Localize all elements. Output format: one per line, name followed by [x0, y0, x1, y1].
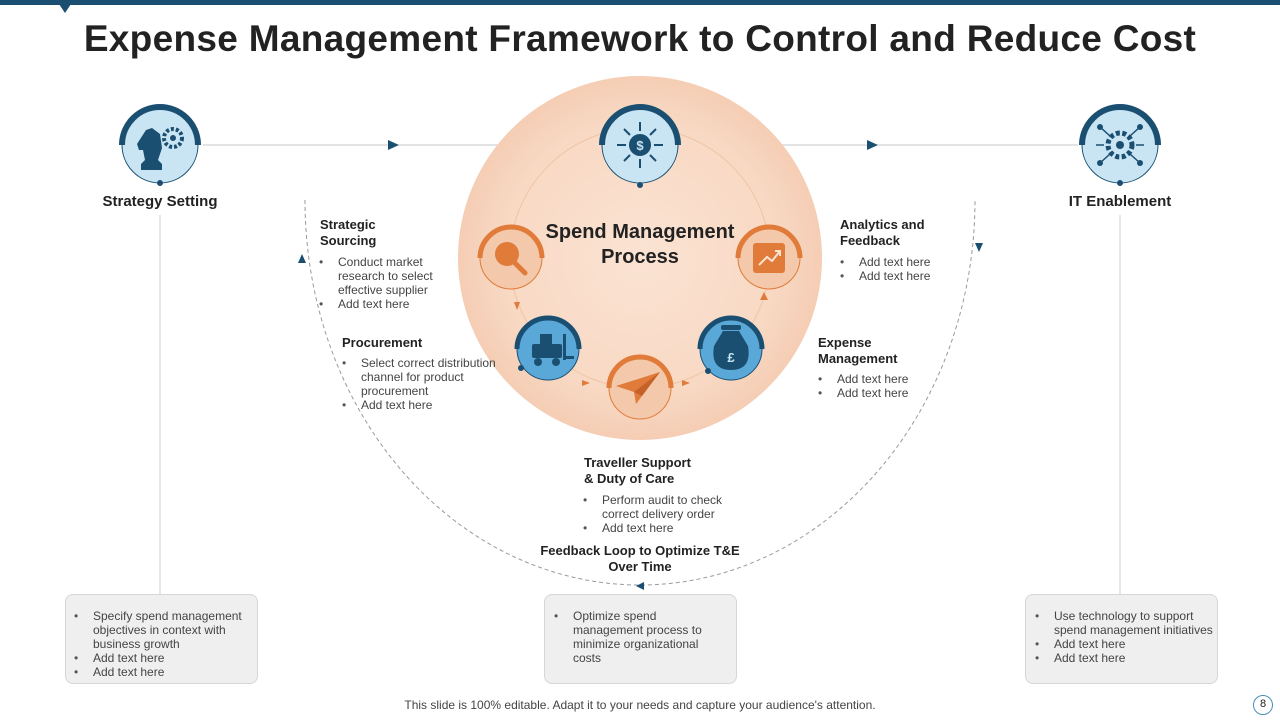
top-accent-marker: [59, 4, 71, 13]
expense-management-node: £: [697, 315, 765, 381]
strategy-setting-label: Strategy Setting: [102, 193, 218, 210]
analytics-node: [735, 224, 803, 290]
strategy-setting-box: Specify spend management objectives in c…: [65, 594, 258, 684]
feedback-loop-title: Feedback Loop to Optimize T&E Over Time: [540, 543, 740, 574]
arrow-up-marker: [298, 254, 306, 263]
list-item: Add text here: [1035, 651, 1215, 665]
list-item: Perform audit to check correct delivery …: [583, 493, 743, 521]
list-item: Add text here: [840, 269, 970, 283]
forklift-icon: [532, 334, 574, 366]
feedback-loop-bullets: Optimize spend management process to min…: [554, 609, 724, 665]
it-enablement-bullets: Use technology to support spend manageme…: [1035, 609, 1215, 665]
strategic-sourcing-title: Strategic Sourcing: [320, 217, 377, 248]
strategic-sourcing-bullets: Conduct market research to select effect…: [319, 255, 459, 311]
traveller-support-title: Traveller Support & Duty of Care: [584, 455, 691, 486]
list-item: Add text here: [74, 665, 250, 679]
trend-chart-icon: [753, 243, 785, 273]
svg-text:£: £: [727, 350, 735, 365]
paper-plane-icon: [616, 372, 660, 404]
list-item: Add text here: [818, 386, 948, 400]
arrow-right-marker: [867, 140, 878, 150]
list-item: Conduct market research to select effect…: [319, 255, 459, 297]
top-connector-lines: [203, 140, 1078, 150]
top-accent-bar: [0, 0, 1280, 5]
strategy-setting-bullets: Specify spend management objectives in c…: [74, 609, 250, 679]
magnifier-icon: [495, 242, 528, 276]
it-enablement-label: IT Enablement: [1068, 193, 1172, 210]
list-item: Add text here: [840, 255, 970, 269]
list-item: Add text here: [74, 651, 250, 665]
gear-network-icon: [1096, 124, 1144, 166]
center-dollar-node: $: [599, 104, 681, 188]
analytics-bullets: Add text here Add text here: [840, 255, 970, 283]
list-item: Add text here: [583, 521, 743, 535]
footer-note: This slide is 100% editable. Adapt it to…: [404, 698, 876, 712]
procurement-node: [514, 315, 582, 381]
arrow-left-marker: [636, 582, 644, 590]
money-bag-pound-icon: [713, 325, 749, 370]
list-item: Add text here: [818, 372, 948, 386]
arrow-down-marker: [975, 243, 983, 252]
svg-text:$: $: [636, 138, 644, 153]
analytics-title: Analytics and Feedback: [840, 217, 925, 248]
list-item: Add text here: [319, 297, 459, 311]
list-item: Optimize spend management process to min…: [554, 609, 724, 665]
list-item: Add text here: [342, 398, 497, 412]
expense-management-bullets: Add text here Add text here: [818, 372, 948, 400]
feedback-loop-box: Optimize spend management process to min…: [544, 594, 737, 684]
list-item: Select correct distribution channel for …: [342, 356, 497, 398]
it-enablement-node: [1079, 104, 1161, 186]
chess-knight-gear-icon: [137, 127, 184, 170]
procurement-title: Procurement: [342, 335, 423, 350]
expense-management-title: Expense Management: [818, 335, 898, 366]
hub-title: Spend Management Process: [545, 221, 735, 268]
page-number: 8: [1253, 695, 1273, 715]
strategic-sourcing-node: [477, 224, 545, 290]
strategy-setting-node: [119, 104, 201, 186]
slide-title: Expense Management Framework to Control …: [83, 18, 1197, 59]
list-item: Specify spend management objectives in c…: [74, 609, 250, 651]
traveller-support-node: [606, 354, 674, 420]
it-enablement-box: Use technology to support spend manageme…: [1025, 594, 1218, 684]
list-item: Add text here: [1035, 637, 1215, 651]
traveller-support-bullets: Perform audit to check correct delivery …: [583, 493, 743, 535]
arrow-right-marker: [388, 140, 399, 150]
list-item: Use technology to support spend manageme…: [1035, 609, 1215, 637]
procurement-bullets: Select correct distribution channel for …: [342, 356, 497, 412]
dollar-arrows-icon: [617, 122, 663, 168]
